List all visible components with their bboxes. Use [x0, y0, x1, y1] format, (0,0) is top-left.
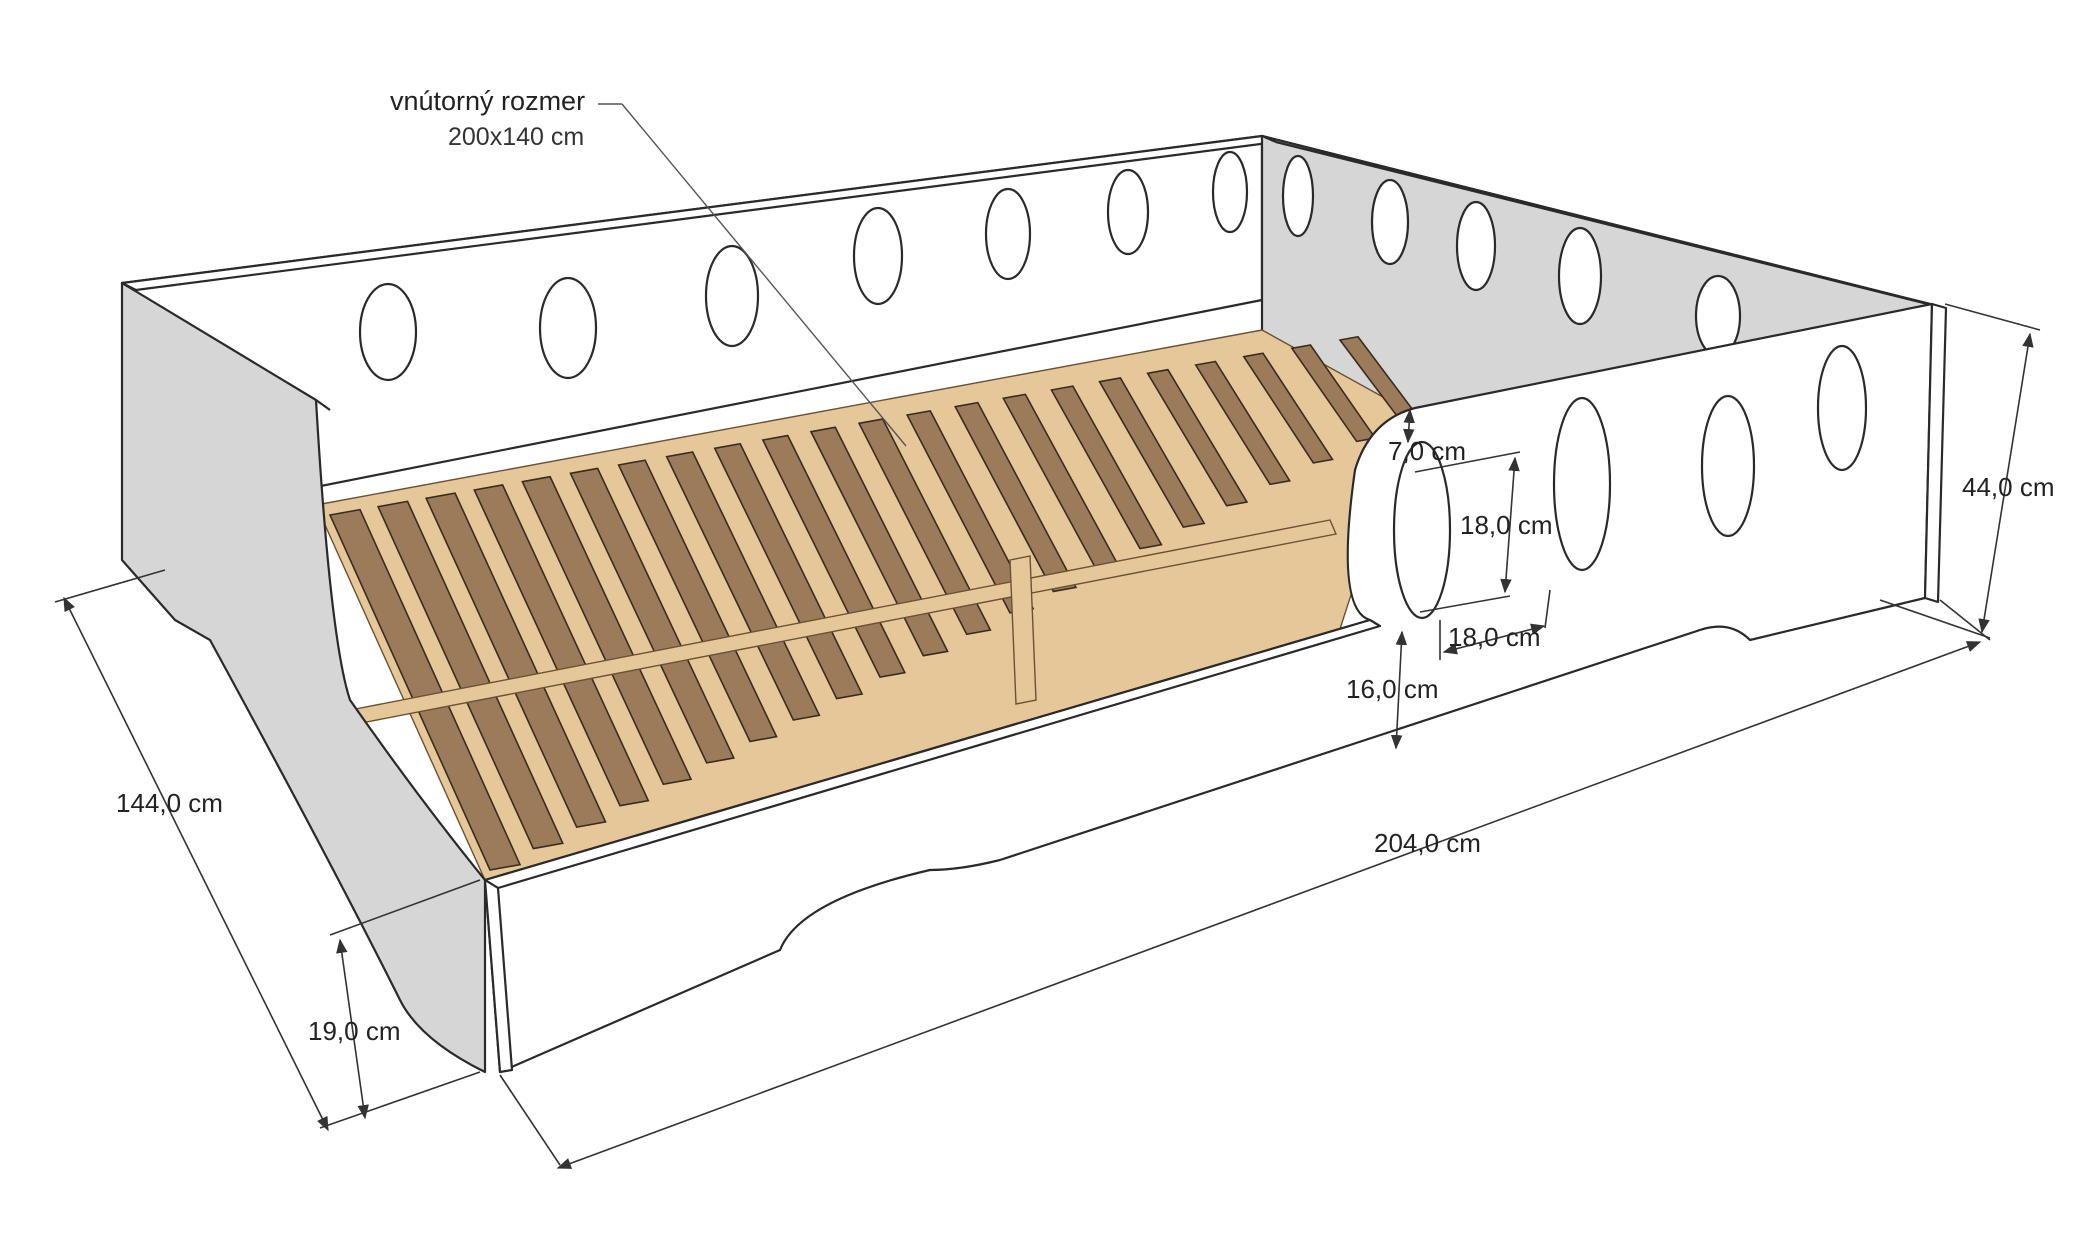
oval-hole [358, 282, 418, 382]
dimension-lines [54, 103, 2041, 1169]
note-title: vnútorný rozmer [390, 86, 585, 116]
slat [1098, 377, 1206, 529]
dim-front-height: 19,0 cm [308, 1016, 401, 1046]
oval-hole [1700, 394, 1756, 538]
slat [905, 409, 1035, 614]
slat [1194, 360, 1292, 486]
oval-hole [1392, 440, 1452, 620]
oval-hole [1370, 178, 1410, 266]
dim-hole-height: 18,0 cm [1460, 510, 1553, 540]
dim-total-length: 204,0 cm [1374, 828, 1481, 858]
slat [1242, 352, 1334, 464]
dim-total-height: 44,0 cm [1962, 472, 2055, 502]
oval-hole [1455, 200, 1497, 292]
oval-hole [538, 276, 598, 380]
oval-hole [984, 187, 1032, 281]
oval-hole [1211, 150, 1249, 234]
slat [1146, 368, 1249, 507]
slat [857, 418, 992, 636]
oval-hole [1106, 168, 1150, 256]
dim-hole-top-offset: 7,0 cm [1388, 436, 1466, 466]
oval-hole [1557, 226, 1603, 326]
slat [328, 508, 522, 871]
oval-hole [1552, 396, 1612, 572]
dim-hole-width: 18,0 cm [1448, 622, 1541, 652]
note-value: 200x140 cm [448, 123, 584, 151]
slat [1050, 385, 1163, 550]
front-wall-holes [1392, 344, 1868, 620]
oval-hole [704, 244, 760, 348]
slat [954, 401, 1078, 593]
dim-total-width: 144,0 cm [116, 788, 223, 818]
oval-hole [852, 206, 904, 306]
dim-hole-bottom-offset: 16,0 cm [1346, 674, 1439, 704]
oval-hole [1281, 154, 1315, 238]
oval-hole [1816, 344, 1868, 472]
